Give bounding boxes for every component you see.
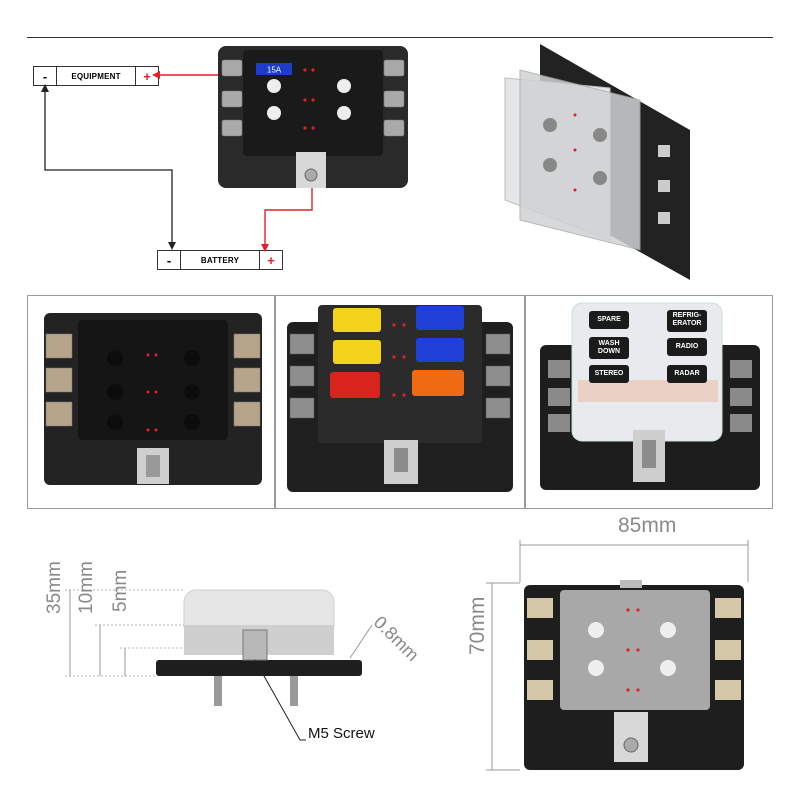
side-view [65,589,387,741]
dimension-total-height: 35mm [44,561,65,614]
fuse-yellow-1 [333,308,381,332]
cover-label-refrigerator: REFRIG- ERATOR [667,312,707,328]
negative-wire-arrow [168,242,176,250]
fuse-orange [412,370,464,396]
cover-label-stereo: STEREO [594,370,624,377]
fuse-box-with-label-cover [540,302,760,490]
battery-negative-sign: - [158,251,181,269]
fuse-box-top-view: 15A [218,46,408,188]
fuse-red [330,372,380,398]
front-view [486,540,749,771]
fuse-blue-1 [416,306,464,330]
cover-label-radio: RADIO [675,343,699,350]
fuse-box-bare [44,313,262,485]
fuse-yellow-2 [333,340,381,364]
dimension-height: 70mm [466,596,489,655]
cover-label-wash-down: WASH DOWN [589,340,629,356]
fuse-blue-2 [416,338,464,362]
cover-label-refrigerator-text: REFRIG- ERATOR [672,312,702,327]
screw-label: M5 Screw [308,725,375,742]
top-rule [27,37,773,38]
negative-wire-arrow-top [41,84,49,92]
equipment-terminal-label: - EQUIPMENT + [33,66,159,86]
dimension-base-height: 5mm [110,569,131,612]
screw-leader [254,659,306,741]
battery-label: BATTERY [200,255,240,265]
equipment-negative-sign: - [34,67,57,85]
cover-label-wash-down-text: WASH DOWN [597,340,621,355]
battery-positive-wire [264,178,313,250]
middle-photos [44,302,760,492]
equipment-positive-sign: + [135,67,158,85]
fuse-box-cover-photo [504,44,690,280]
battery-positive-sign: + [259,251,282,269]
dimension-cover-height: 10mm [76,561,97,614]
cover-label-radar: RADAR [674,370,700,377]
battery-terminal-label: - BATTERY + [157,250,283,270]
fuse-rating-label: 15A [267,66,282,75]
fuse-box-with-fuses [287,305,513,492]
negative-wire [44,86,173,248]
wiring-diagram: 15A [41,44,690,280]
cover-label-spare: SPARE [597,316,621,323]
dimension-width: 85mm [618,514,677,537]
equipment-label: EQUIPMENT [71,71,121,81]
